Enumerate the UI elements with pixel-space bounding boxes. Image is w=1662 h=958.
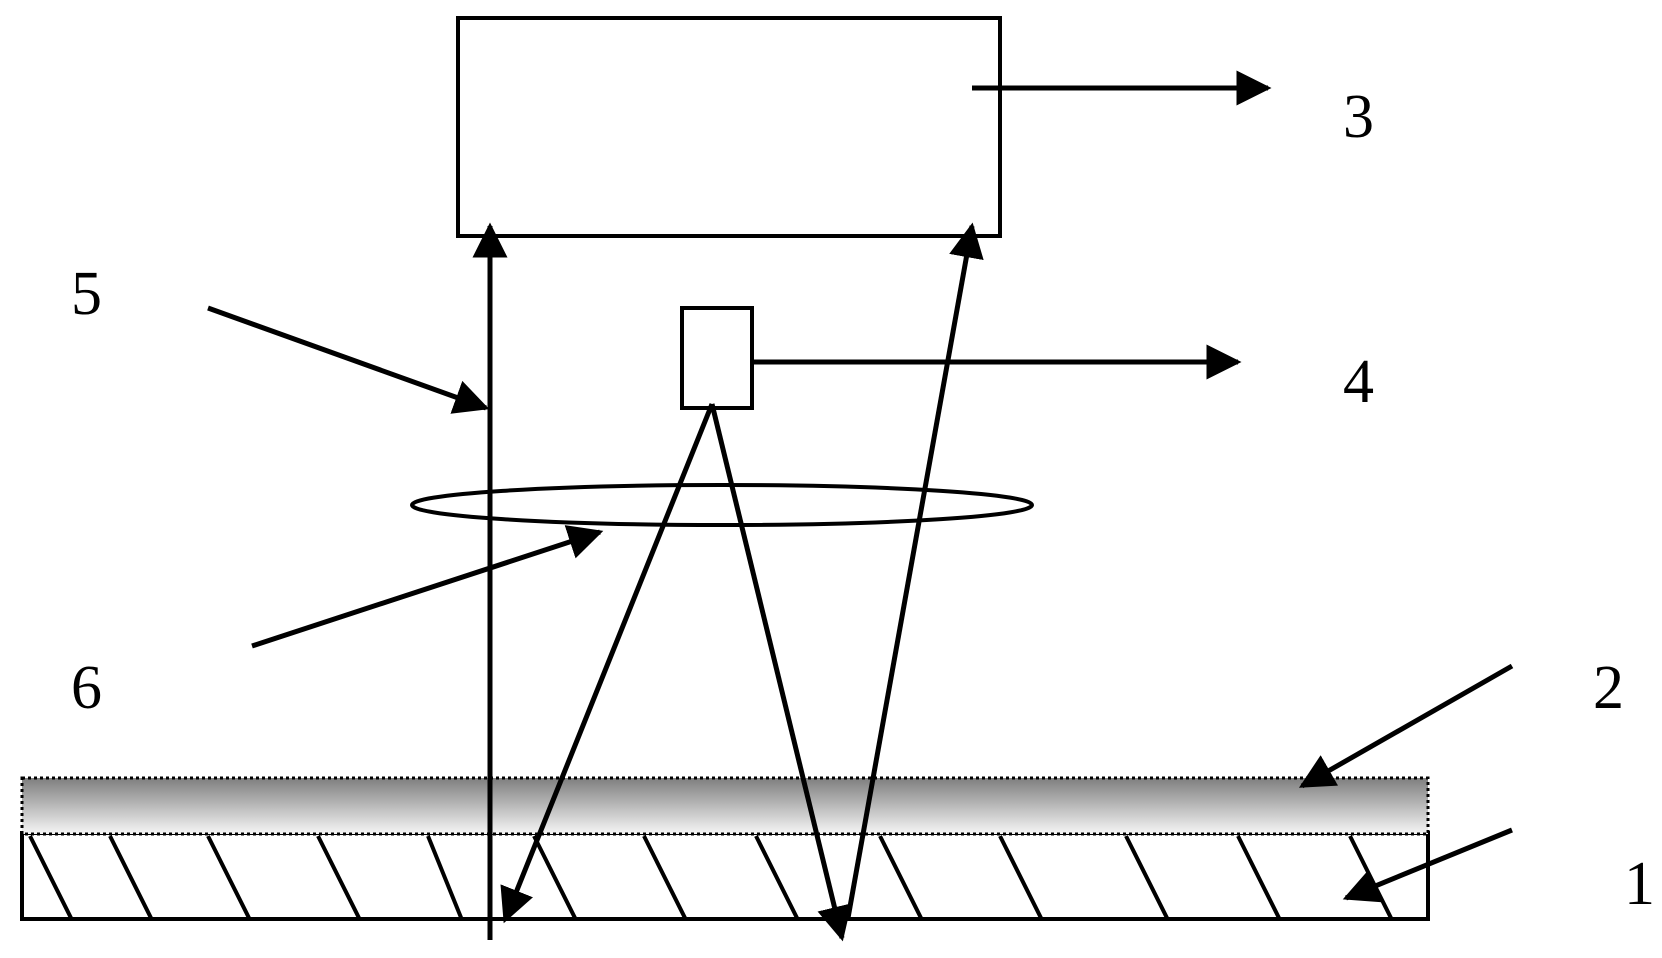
light-rays bbox=[472, 222, 984, 942]
pointer-6 bbox=[251, 525, 604, 649]
label-3: 3 bbox=[1343, 83, 1374, 151]
label-5: 5 bbox=[71, 260, 102, 328]
labels: 3 4 5 6 2 1 bbox=[71, 83, 1655, 918]
label-1: 1 bbox=[1624, 850, 1655, 918]
light-source-box bbox=[680, 306, 754, 410]
ray-reflected-right bbox=[845, 222, 984, 919]
ray-incident-right bbox=[709, 403, 852, 942]
label-6: 6 bbox=[71, 654, 102, 722]
ray-incident-left bbox=[500, 403, 715, 924]
label-4: 4 bbox=[1343, 348, 1374, 416]
detector-box bbox=[456, 16, 1002, 238]
label-2: 2 bbox=[1593, 654, 1624, 722]
substrate bbox=[20, 831, 1430, 921]
pointer-1 bbox=[1342, 827, 1513, 903]
pointer-2 bbox=[1298, 663, 1514, 789]
pointer-lines bbox=[207, 70, 1514, 903]
thin-film-layer bbox=[20, 776, 1430, 836]
pointer-5 bbox=[207, 305, 490, 414]
lens bbox=[410, 483, 1034, 527]
